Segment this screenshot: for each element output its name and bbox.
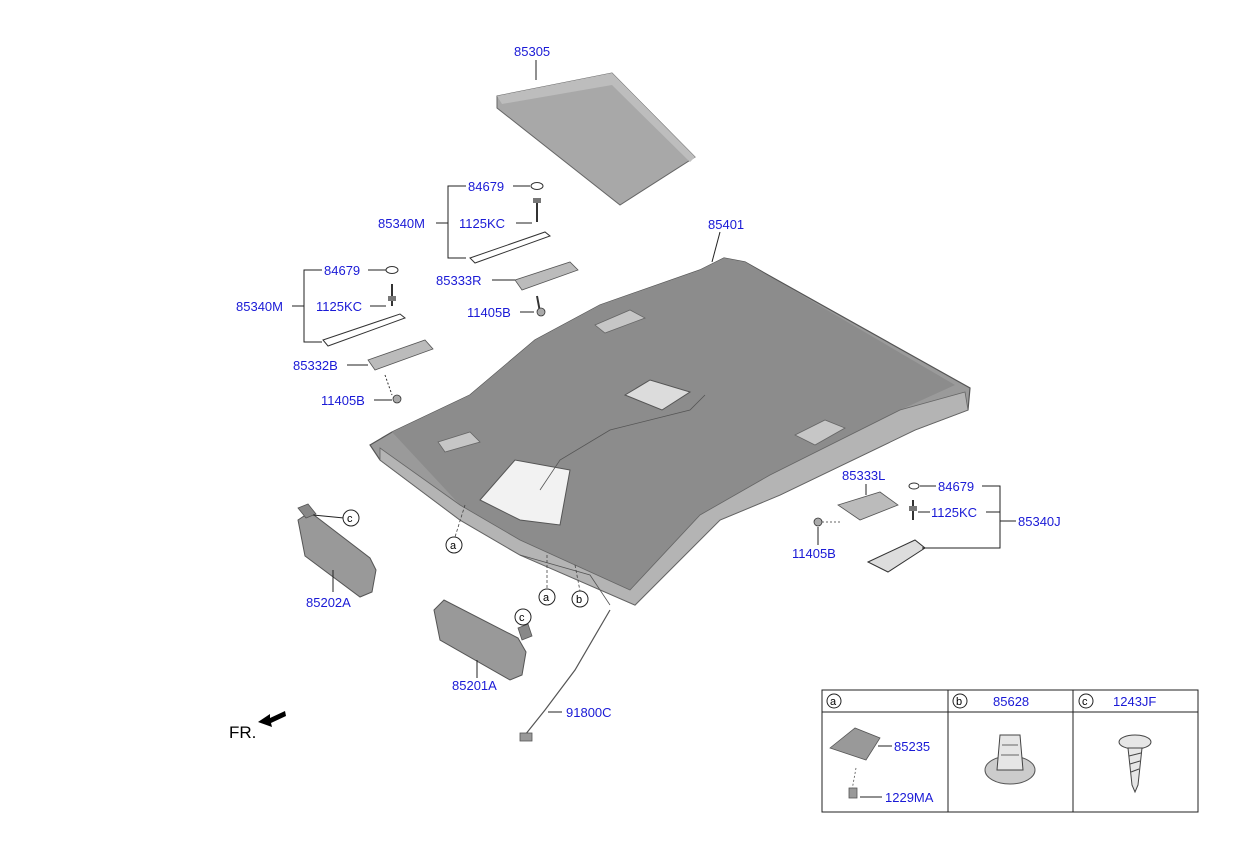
label-85333L: 85333L [842, 468, 885, 483]
legend-callout-b-text: b [956, 696, 962, 708]
legend-callout-a-text: a [830, 696, 837, 708]
legend-callout-c-text: c [1082, 696, 1088, 708]
sun-visor-85201A [433, 599, 533, 681]
front-label: FR. [229, 723, 256, 742]
screw-1229MA-icon [848, 767, 858, 799]
legend-label-85235: 85235 [894, 739, 930, 754]
label-1125KC-left: 1125KC [316, 299, 362, 314]
label-85202A: 85202A [306, 595, 351, 610]
legend-label-1243JF: 1243JF [1113, 694, 1156, 709]
label-85305: 85305 [514, 44, 550, 59]
label-11405B-left: 11405B [321, 393, 365, 408]
callout-a-center [538, 588, 556, 606]
label-1125KC-upper: 1125KC [459, 216, 505, 231]
callout-b [571, 590, 589, 608]
label-85340M-upper: 85340M [378, 216, 425, 231]
label-84679-left: 84679 [324, 263, 360, 278]
screw-1243JF-icon [1118, 734, 1152, 794]
grab-handle-group-left [322, 266, 434, 404]
label-85340J: 85340J [1018, 514, 1061, 529]
label-85333R: 85333R [436, 273, 482, 288]
label-84679-right: 84679 [938, 479, 974, 494]
headliner-85401 [369, 257, 971, 606]
callout-c-visor-right [514, 608, 532, 626]
wiring-harness-91800C [519, 609, 611, 742]
sun-visor-85202A [297, 503, 377, 598]
label-84679-upper: 84679 [468, 179, 504, 194]
label-1125KC-right: 1125KC [931, 505, 977, 520]
legend-label-1229MA: 1229MA [885, 790, 934, 805]
front-direction-arrow-icon [258, 711, 286, 727]
callout-a-left [445, 536, 463, 554]
legend-callout-c [1078, 693, 1094, 709]
grab-handle-group-upper [469, 182, 579, 317]
callout-c-visor-left [342, 509, 360, 527]
label-85201A: 85201A [452, 678, 497, 693]
sound-pad-85305 [496, 72, 696, 206]
label-91800C: 91800C [566, 705, 612, 720]
label-85332B: 85332B [293, 358, 338, 373]
callout-c-visor-left-text: c [347, 513, 353, 525]
callout-b-text: b [576, 594, 582, 606]
legend-callout-a [826, 693, 842, 709]
label-85401: 85401 [708, 217, 744, 232]
callout-a-center-text: a [543, 592, 550, 604]
legend-label-85628: 85628 [993, 694, 1029, 709]
legend-callout-b [952, 693, 968, 709]
label-11405B-right: 11405B [792, 546, 836, 561]
callout-a-left-text: a [450, 540, 457, 552]
room-lamp-85235 [829, 727, 881, 761]
label-85340M-left: 85340M [236, 299, 283, 314]
clip-85628-icon [984, 734, 1036, 785]
callout-c-visor-right-text: c [519, 612, 525, 624]
label-11405B-upper: 11405B [467, 305, 511, 320]
